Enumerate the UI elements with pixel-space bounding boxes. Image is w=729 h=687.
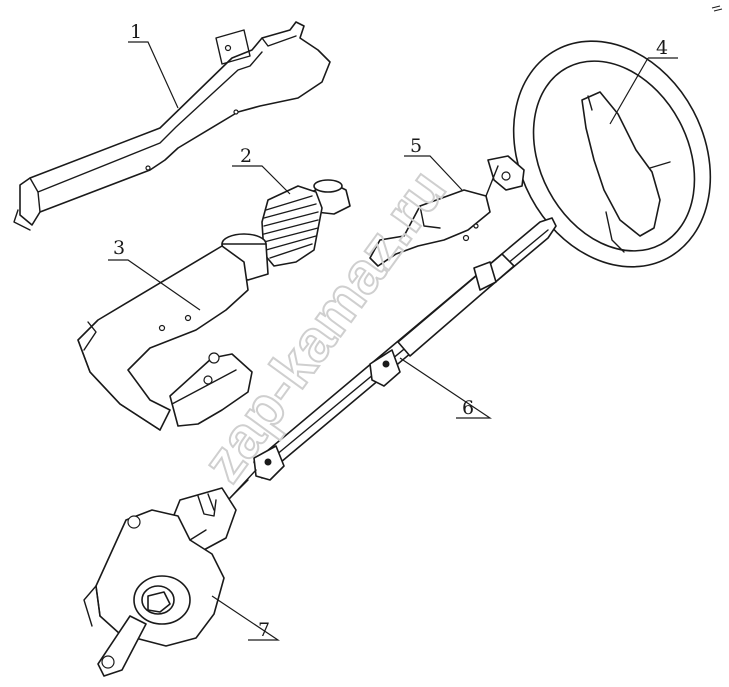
part-1-bracket xyxy=(13,21,331,231)
label-1: 1 xyxy=(130,21,142,43)
label-6: 6 xyxy=(462,397,474,419)
label-3: 3 xyxy=(113,237,125,259)
label-2: 2 xyxy=(240,145,252,167)
corner-mark xyxy=(711,5,723,12)
part-4-steering-wheel xyxy=(512,40,712,268)
label-7: 7 xyxy=(258,619,270,641)
part-6-steering-shaft xyxy=(217,217,557,511)
part-2-bellows xyxy=(261,179,351,267)
label-5: 5 xyxy=(410,135,422,157)
part-5-column-bracket xyxy=(369,155,525,267)
leader-lines xyxy=(108,41,678,641)
part-3-shroud xyxy=(77,233,269,431)
label-4: 4 xyxy=(656,37,668,59)
part-7-steering-gear xyxy=(83,487,237,677)
part-number-labels: 1 2 3 4 5 6 7 xyxy=(113,21,668,641)
